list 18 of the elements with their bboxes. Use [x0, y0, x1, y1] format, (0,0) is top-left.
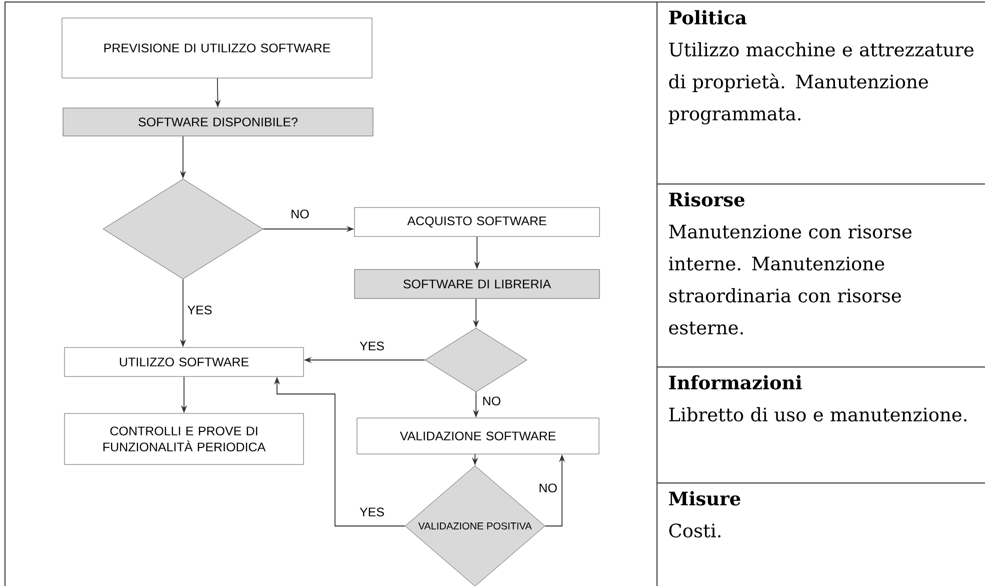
process-box: SOFTWARE DI LIBRERIA — [354, 269, 600, 299]
process-box: CONTROLLI E PROVE DI FUNZIONALITÀ PERIODICA — [64, 413, 304, 465]
table-cell: Politica Utilizzo macchine e attrezzature di proprietà. Manutenzione programmata. — [668, 10, 974, 124]
process-box: SOFTWARE DISPONIBILE? — [62, 108, 374, 136]
process-box: VALIDAZIONE SOFTWARE — [356, 418, 600, 454]
table-cell: Misure Costi. — [669, 491, 740, 538]
process-box: PREVISIONE DI UTILIZZO SOFTWARE — [62, 18, 372, 78]
edge-label: NO — [481, 396, 502, 406]
edge-label: YES — [358, 340, 386, 352]
edge-label: YES — [358, 506, 386, 518]
process-box: UTILIZZO SOFTWARE — [64, 347, 304, 377]
table-cell: Risorse Manutenzione con risorse interne. Manutenzione straordinaria con risorse esterne. — [668, 192, 912, 335]
decision-diamond — [102, 178, 264, 280]
process-box: ACQUISTO SOFTWARE — [354, 207, 600, 237]
table-cell: Informazioni Libretto di uso e manutenzione. — [669, 375, 966, 422]
edge-label: NO — [290, 208, 310, 220]
decision-diamond — [424, 328, 528, 392]
edge-label: YES — [186, 304, 214, 316]
